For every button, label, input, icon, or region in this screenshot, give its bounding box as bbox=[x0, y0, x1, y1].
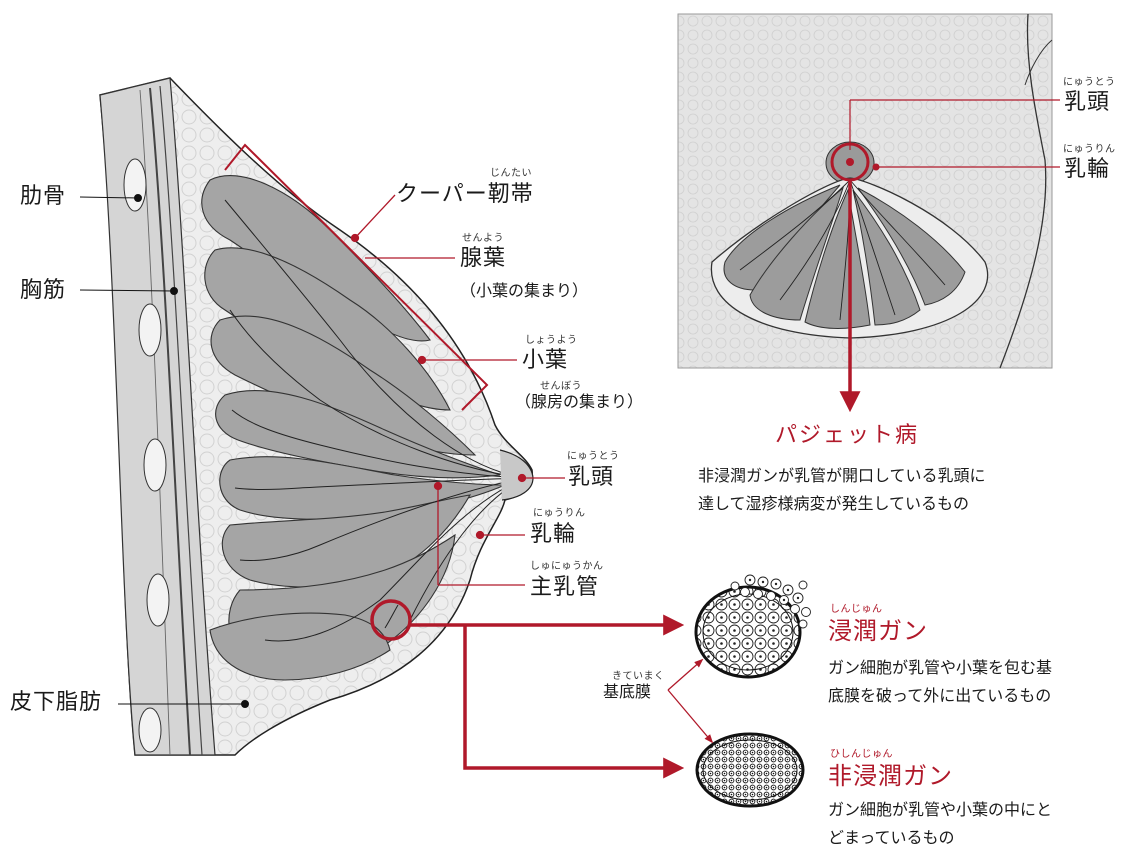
cooper-ruby: じんたい bbox=[490, 168, 532, 179]
noninvasive-cancer-cells bbox=[695, 732, 805, 808]
nipple-shape bbox=[499, 449, 534, 501]
nipple-label: 乳頭 bbox=[568, 465, 615, 490]
leader-lines-red bbox=[350, 194, 565, 586]
paget-description: 非浸潤ガンが乳管が開口している乳頭に 達して湿疹様病変が発生しているもの bbox=[698, 466, 986, 513]
noninvasive-description: ガン細胞が乳管や小葉の中にと どまっているもの bbox=[828, 800, 1053, 847]
nipple-inset bbox=[677, 13, 1060, 369]
cancer-site bbox=[370, 599, 685, 779]
basement-membrane-arrows bbox=[667, 658, 714, 744]
invasive-ruby: しんじゅん bbox=[830, 604, 883, 615]
pectoral-muscle bbox=[149, 87, 191, 756]
inset-areola-ruby: にゅうりん bbox=[1063, 144, 1116, 155]
main-duct-label: 主乳管 bbox=[530, 575, 600, 600]
subcutaneous-fat-label: 皮下脂肪 bbox=[10, 690, 103, 715]
basement-membrane-label: 基底膜 bbox=[603, 682, 652, 701]
invasive-title: 浸潤ガン bbox=[828, 617, 928, 645]
areola-label: 乳輪 bbox=[530, 522, 577, 547]
breast-cross-section bbox=[99, 77, 534, 756]
paget-title: パジェット病 bbox=[775, 423, 920, 448]
inset-nipple-ruby: にゅうとう bbox=[1063, 77, 1116, 88]
nipple-ruby: にゅうとう bbox=[567, 451, 620, 462]
leader-lines-black bbox=[79, 194, 249, 708]
ribs bbox=[123, 158, 170, 753]
basement-membrane-ruby: きていまく bbox=[612, 671, 665, 682]
gland-lobe-ruby: せんよう bbox=[462, 233, 504, 244]
lobule-ruby: しょうよう bbox=[525, 335, 578, 346]
lobule-note: （腺房の集まり） bbox=[515, 392, 644, 411]
noninvasive-title: 非浸潤ガン bbox=[828, 762, 953, 790]
milk-ducts bbox=[224, 199, 526, 642]
rib-label: 肋骨 bbox=[20, 184, 67, 209]
lobule-label: 小葉 bbox=[522, 348, 569, 373]
areola-ruby: にゅうりん bbox=[533, 508, 586, 519]
main-duct-ruby: しゅにゅうかん bbox=[530, 561, 604, 572]
noninvasive-ruby: ひしんじゅん bbox=[830, 749, 893, 760]
chest-wall bbox=[99, 77, 216, 756]
invasive-description: ガン細胞が乳管や小葉を包む基 底膜を破って外に出ているもの bbox=[828, 658, 1053, 705]
gland-lobe-bracket bbox=[224, 143, 489, 411]
pectoral-label: 胸筋 bbox=[20, 278, 67, 303]
gland-lobe-note: （小葉の集まり） bbox=[460, 281, 589, 300]
gland-lobe-label: 腺葉 bbox=[460, 246, 507, 271]
inset-nipple-label: 乳頭 bbox=[1064, 90, 1111, 115]
invasive-cancer-cells bbox=[694, 574, 811, 679]
cooper-label: クーパー靭帯 bbox=[396, 182, 534, 207]
inset-areola-label: 乳輪 bbox=[1064, 157, 1111, 182]
gland-lobes bbox=[201, 175, 506, 681]
acinus-ruby: せんぼう bbox=[540, 381, 582, 392]
